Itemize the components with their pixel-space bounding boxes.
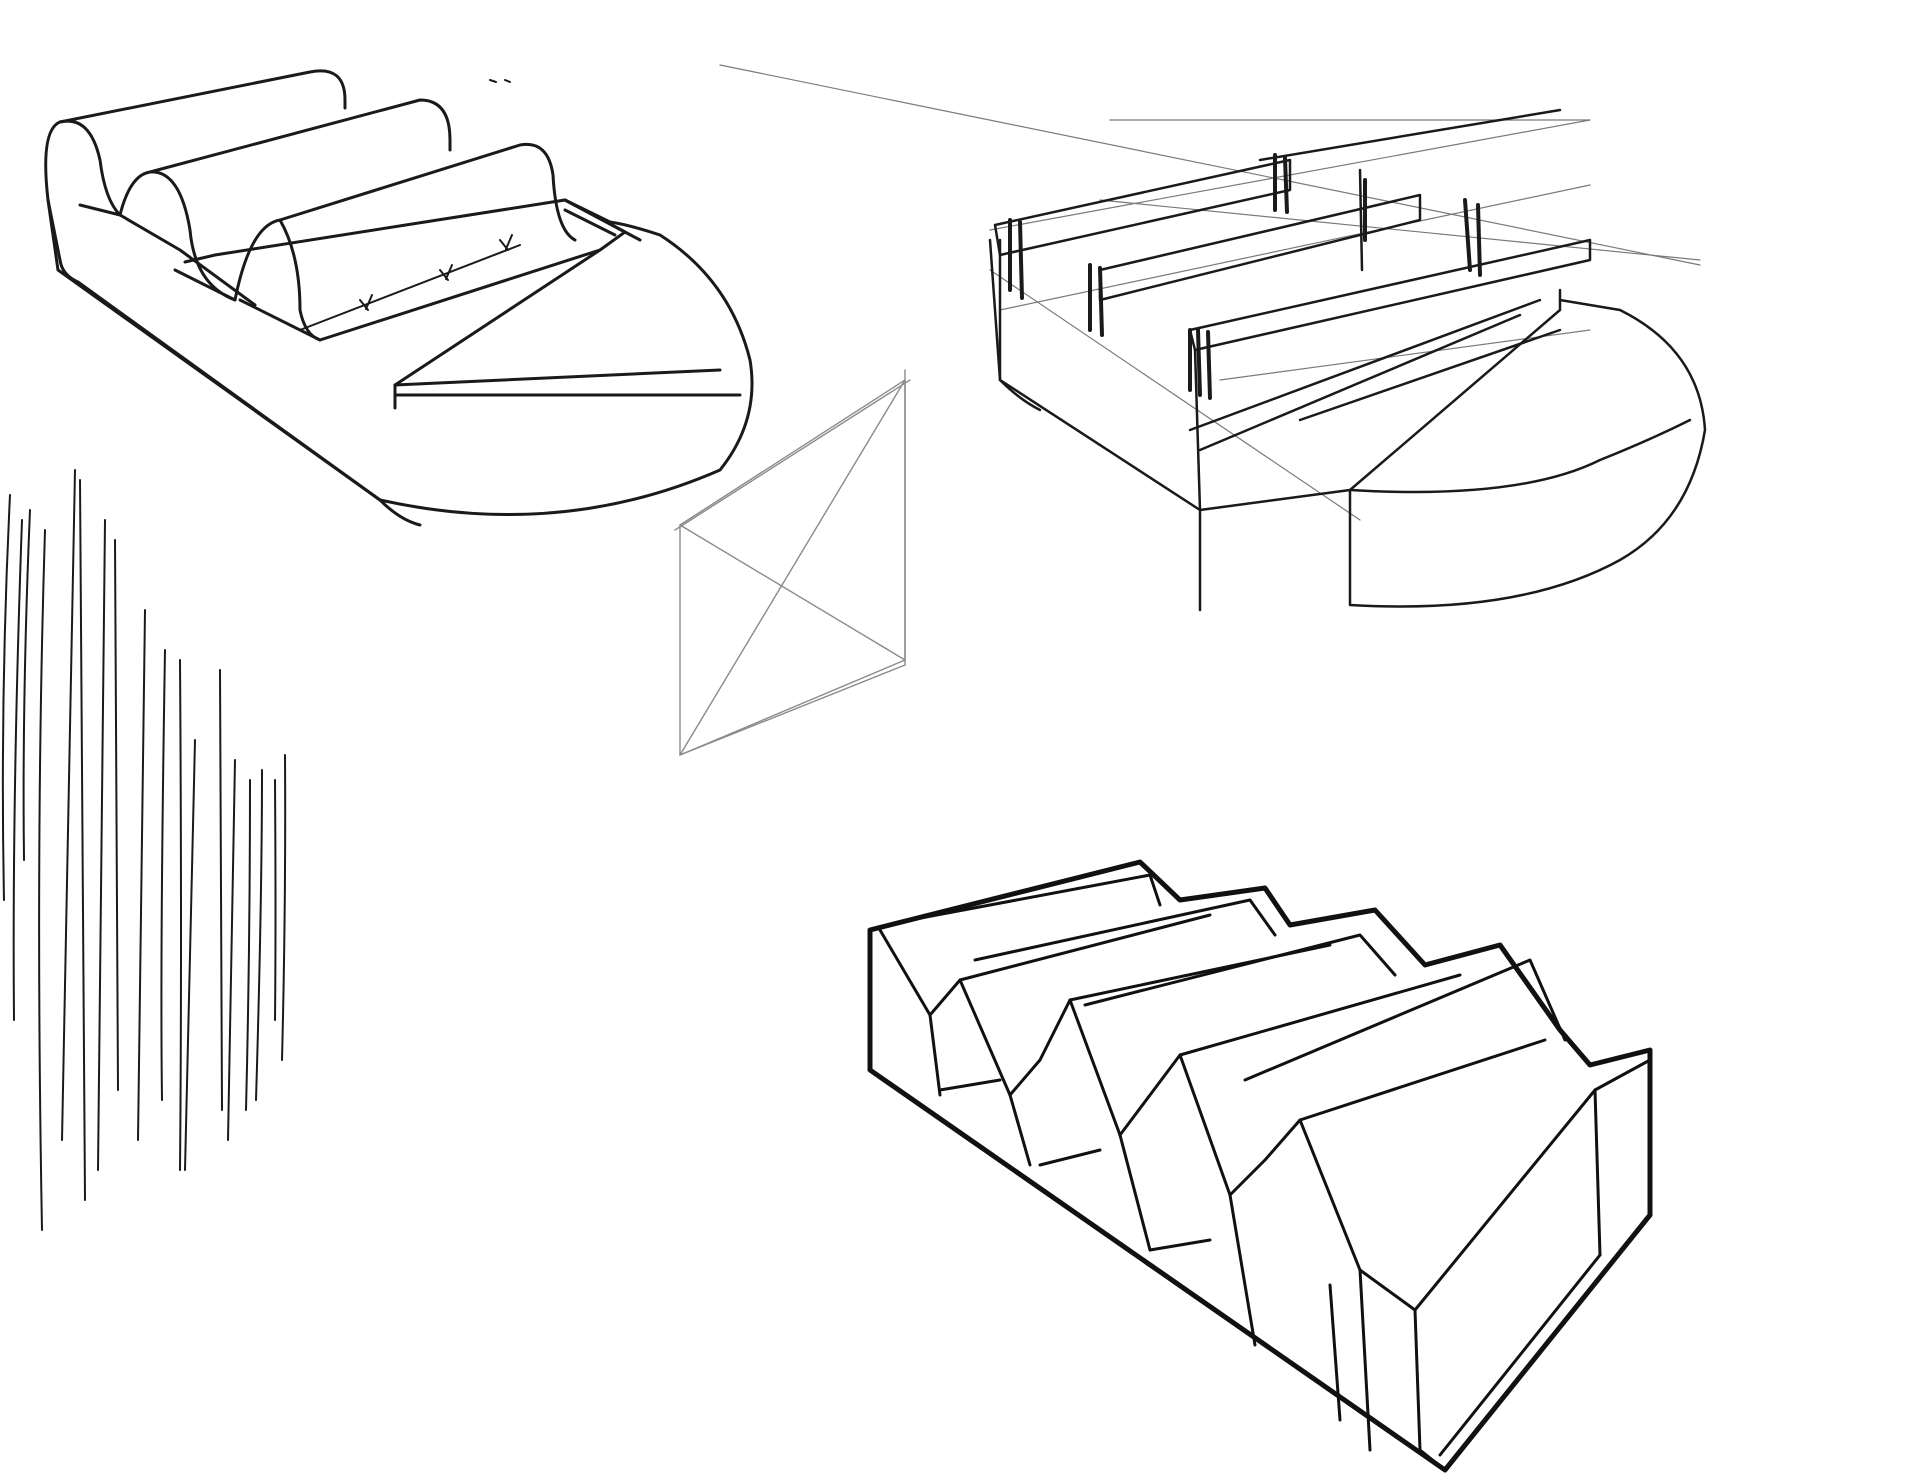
construction-sofa-sketch [719,64,1707,612]
hatching-strokes [1,469,287,1231]
angular-sofa-sketch [867,859,1653,1473]
rounded-sofa-sketch [44,69,754,527]
perspective-box-study [674,369,911,756]
